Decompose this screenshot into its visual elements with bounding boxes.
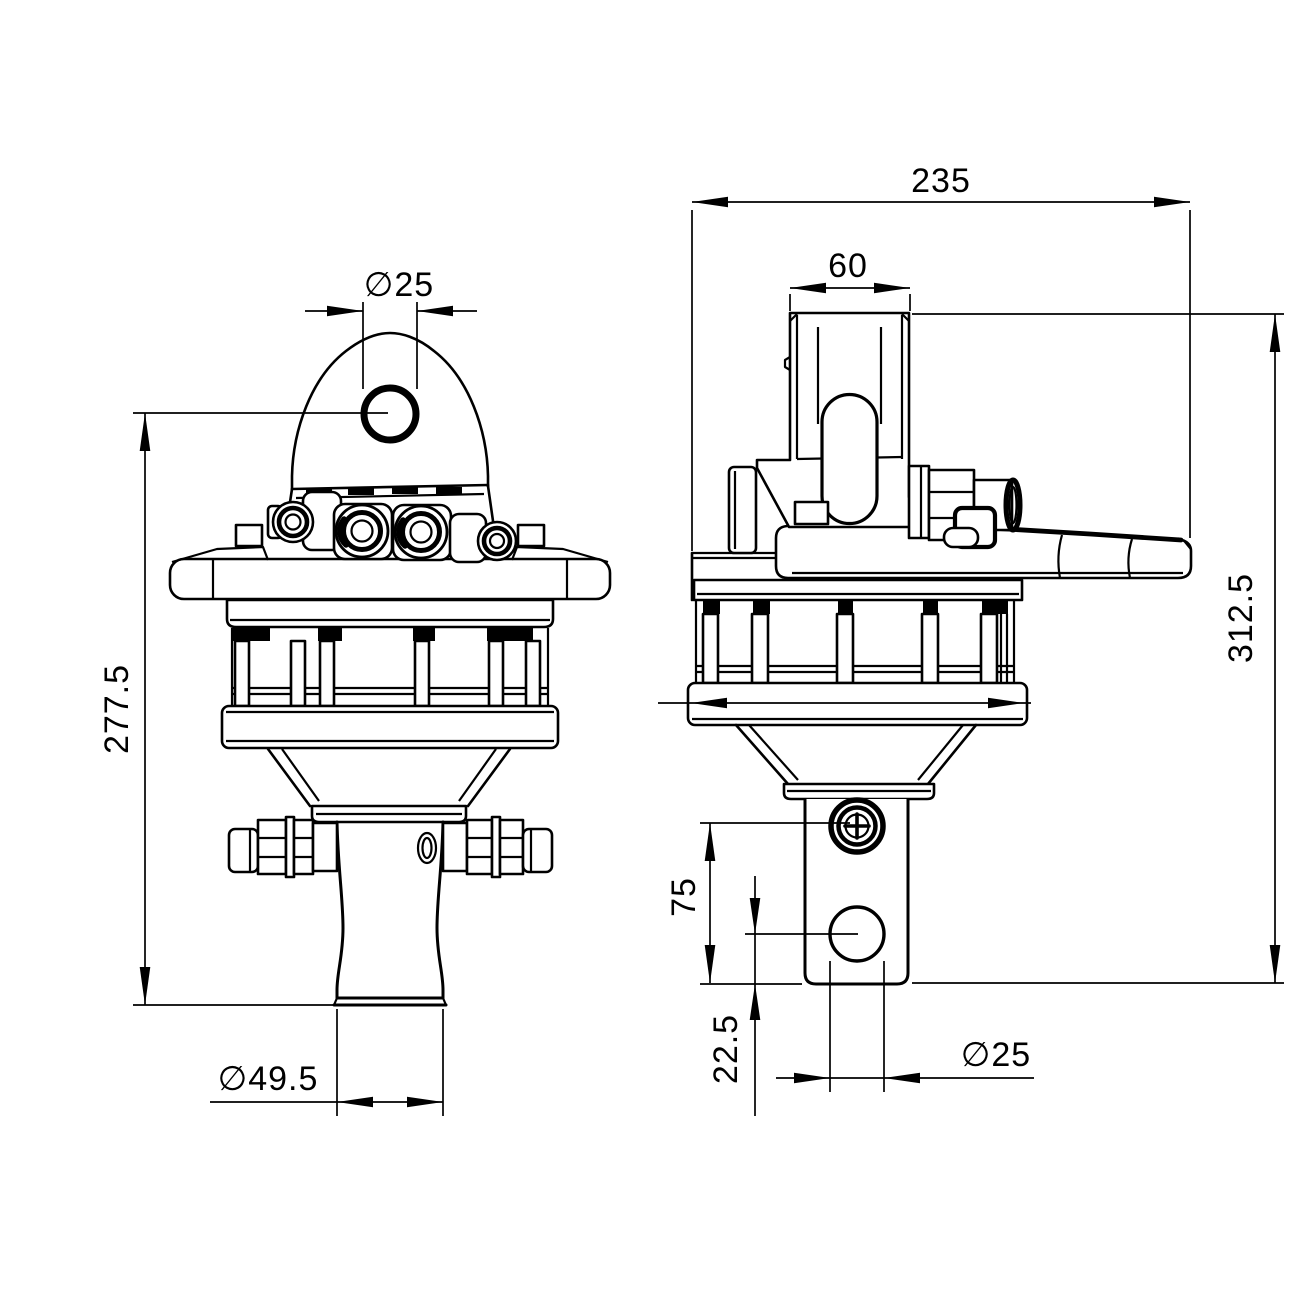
dim-label: ∅25 [961,1036,1031,1074]
support-columns [230,628,550,708]
port-center-right [391,503,453,562]
side-seal-bands [703,601,1008,614]
lower-flange [220,704,560,750]
grease-fitting [828,797,886,855]
column [979,612,999,685]
dim-side-hole-offset: 22.5 [707,876,858,1116]
column [835,612,855,685]
right-tab [516,523,546,548]
dim-label: ∅49.5 [218,1060,319,1098]
port-right [448,512,518,564]
shackle-bottom-edge [290,483,490,491]
seal-bands [232,628,533,641]
dim-label: 60 [828,247,868,285]
bracket-step [783,356,791,371]
left-gusset [171,545,270,564]
clevis-slot [820,392,879,526]
column [524,639,542,708]
side-rib [727,465,758,555]
column [413,639,431,708]
column [701,612,720,685]
port-center-left [332,502,394,561]
dim-front-overall-height: 277.5 [98,412,388,1006]
dimensions: ∅25 277.5 ∅49.5 235 [98,162,1284,1116]
left-tab [234,523,264,548]
arrowhead-right [988,697,1024,709]
dim-label: 277.5 [98,664,136,754]
column [750,612,770,685]
dim-front-pin-hole-dia: ∅25 [305,266,477,389]
drain-port [416,831,438,865]
dim-label: 235 [911,162,971,200]
right-fitting [441,815,554,879]
column [920,612,940,685]
column [487,639,505,708]
output-shaft [332,820,448,1007]
bearing-ring [225,598,555,629]
side-bolt [907,464,1023,550]
port-shadow-arc [337,516,349,548]
dim-label: 312.5 [1222,573,1260,663]
dim-side-clevis-width: 60 [789,247,911,311]
column [289,639,307,708]
dim-side-pin-hole-dia: ∅25 [776,961,1034,1092]
column [233,639,251,708]
slot-block [793,500,830,526]
front-view [168,331,612,1007]
column [318,639,336,708]
dim-label: 22.5 [707,1014,745,1084]
side-cone [734,723,978,801]
side-columns [694,600,1016,685]
pin-hole [360,384,420,444]
mounting-plate [690,519,1193,602]
top-flange [168,523,612,601]
dim-side-overall-height: 312.5 [912,313,1284,984]
dim-label: 75 [665,877,703,917]
plate-lip-notch [1178,537,1191,551]
side-bearing-ring [692,578,1024,602]
cross-fittings [227,815,554,879]
plate-seam [1127,538,1134,579]
dim-side-grease-height: 75 [665,822,850,985]
bolt-tab [942,526,980,549]
port-shadow-arc [396,517,408,549]
port-left [266,490,343,552]
dim-label: ∅25 [364,266,434,304]
clevis-bracket [727,311,938,555]
seal-tooth [436,487,462,494]
left-fitting [227,815,339,879]
arrowhead-left [691,697,727,709]
hydraulic-ports [266,490,518,564]
seal-tooth [348,488,374,495]
cone [266,747,512,824]
plate-seam [1057,534,1064,579]
dim-side-overall-width: 235 [691,162,1191,551]
side-lower-flange [658,681,1031,727]
seal-tooth [392,487,418,494]
right-gusset [510,545,609,564]
side-view [658,311,1193,986]
dim-front-shaft-dia: ∅49.5 [210,1009,444,1116]
top-flange-body [168,557,612,601]
